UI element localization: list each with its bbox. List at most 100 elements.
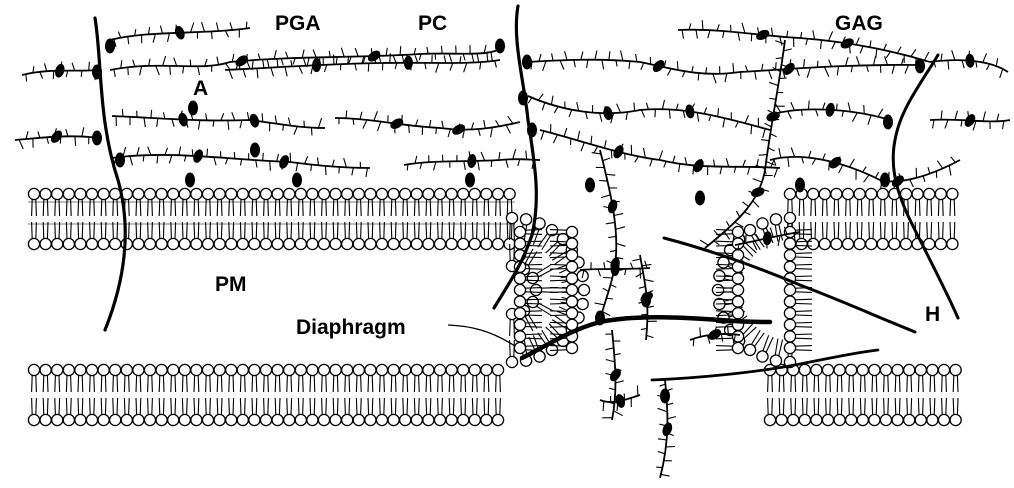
- phospholipid: [168, 364, 179, 392]
- side-branch: [962, 60, 964, 68]
- linkage-node: [105, 39, 115, 54]
- side-branch: [609, 388, 615, 390]
- side-branch: [168, 33, 170, 42]
- phospholipid: [202, 364, 213, 392]
- side-branch: [661, 474, 670, 476]
- side-branch: [390, 53, 391, 63]
- phospholipid: [121, 398, 132, 426]
- phospholipid: [249, 222, 260, 250]
- phospholipid: [784, 273, 812, 284]
- linkage-node: [115, 153, 125, 168]
- side-branch: [644, 148, 646, 158]
- side-branch: [234, 152, 235, 159]
- phospholipid: [52, 364, 63, 392]
- side-branch: [697, 113, 699, 122]
- side-branch: [897, 47, 901, 53]
- phospholipid: [63, 398, 74, 426]
- side-branch: [928, 167, 930, 173]
- side-branch: [689, 23, 691, 29]
- side-branch: [581, 142, 584, 151]
- side-branch: [205, 59, 207, 66]
- phospholipid: [769, 338, 785, 367]
- side-branch: [592, 153, 601, 154]
- side-branch: [444, 55, 446, 63]
- phospholipid: [40, 364, 51, 392]
- side-branch: [434, 162, 436, 171]
- linkage-node: [188, 101, 198, 116]
- side-branch: [802, 110, 803, 116]
- phospholipid: [249, 364, 260, 392]
- phospholipid: [133, 222, 144, 250]
- side-branch: [118, 32, 121, 38]
- phospholipid: [52, 222, 63, 250]
- side-branch: [804, 59, 805, 68]
- side-branch: [402, 55, 404, 63]
- phospholipid: [446, 398, 457, 426]
- side-branch: [664, 161, 666, 167]
- phospholipid: [819, 222, 830, 250]
- phospholipid: [318, 364, 329, 392]
- side-branch: [600, 113, 602, 122]
- phospholipid: [342, 364, 353, 392]
- side-branch: [148, 147, 151, 155]
- phospholipid: [938, 398, 949, 426]
- side-branch: [664, 60, 666, 67]
- side-branch: [996, 58, 997, 66]
- linkage-node: [795, 178, 805, 193]
- side-branch: [229, 70, 233, 79]
- side-branch: [806, 39, 808, 46]
- side-branch: [247, 112, 249, 120]
- phospholipid: [525, 294, 555, 317]
- side-branch: [82, 127, 84, 136]
- side-branch: [667, 403, 673, 405]
- side-branch: [243, 69, 246, 77]
- phospholipid: [434, 398, 445, 426]
- side-branch: [415, 156, 417, 164]
- side-branch: [941, 54, 942, 61]
- linkage-node: [53, 63, 66, 79]
- linkage-node: [92, 131, 102, 146]
- side-branch: [863, 167, 867, 172]
- side-branch: [846, 57, 849, 66]
- side-branch: [751, 125, 752, 134]
- side-branch: [542, 103, 545, 111]
- side-branch: [578, 131, 580, 141]
- linkage-node: [611, 144, 625, 161]
- phospholipid: [514, 319, 542, 330]
- linkage-node: [611, 262, 620, 276]
- side-branch: [409, 125, 410, 133]
- side-branch: [636, 273, 644, 277]
- side-branch: [318, 118, 321, 128]
- phospholipid: [481, 364, 492, 392]
- phospholipid: [179, 222, 190, 250]
- phospholipid: [869, 398, 880, 426]
- linkage-node: [292, 173, 302, 188]
- phospholipid: [318, 222, 329, 250]
- side-branch: [636, 54, 637, 62]
- side-branch: [725, 74, 727, 83]
- phospholipid: [784, 296, 812, 307]
- side-branch: [717, 24, 719, 30]
- linkage-node: [641, 293, 651, 308]
- phospholipid: [75, 364, 86, 392]
- side-branch: [339, 167, 340, 173]
- linkage-node: [595, 311, 605, 326]
- side-branch: [599, 180, 607, 181]
- side-branch: [658, 452, 665, 454]
- phospholipid: [514, 250, 542, 261]
- side-branch: [448, 129, 450, 137]
- phospholipid: [492, 364, 503, 392]
- side-branch: [617, 104, 621, 113]
- phospholipid: [469, 398, 480, 426]
- side-branch: [837, 104, 838, 111]
- label-diaphragm: Diaphragm: [296, 316, 406, 339]
- side-branch: [886, 52, 890, 59]
- phospholipid: [75, 398, 86, 426]
- side-branch: [616, 227, 625, 230]
- side-branch: [952, 50, 955, 60]
- side-branch: [595, 303, 605, 305]
- side-branch: [325, 166, 326, 175]
- phospholipid: [834, 364, 845, 392]
- side-branch: [812, 159, 816, 165]
